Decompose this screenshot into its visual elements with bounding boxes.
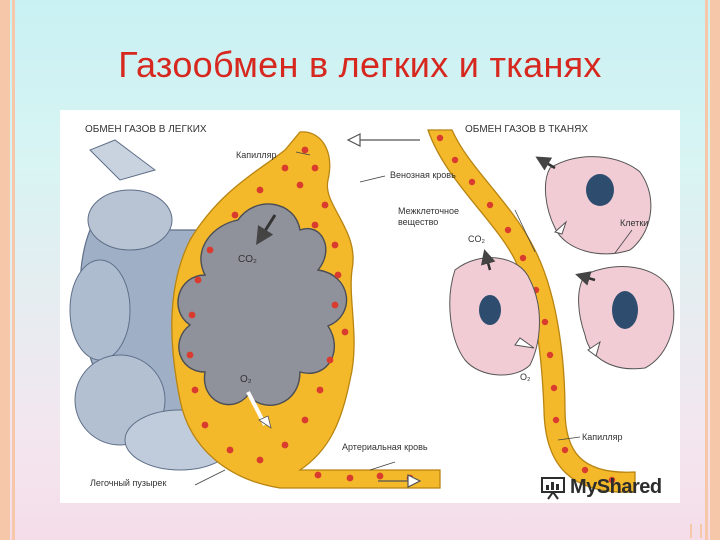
corner-decoration (690, 524, 702, 538)
alveolus-label: Легочный пузырек (90, 478, 166, 488)
presentation-icon (540, 476, 566, 505)
tissue-cell-top (545, 157, 650, 254)
intercellular-label-2: вещество (398, 217, 438, 227)
venous-blood-label: Венозная кровь (390, 170, 456, 180)
myshared-watermark: MyShared (540, 474, 680, 504)
co2-tissue-label: CO₂ (468, 234, 486, 244)
co2-lung-label: CO₂ (238, 254, 257, 265)
o2-tissue-label: O₂ (520, 372, 531, 382)
arterial-blood-label: Артериальная кровь (342, 442, 428, 452)
cells-label: Клетки (620, 218, 648, 228)
capillary-bottom-label: Капилляр (582, 432, 623, 442)
intercellular-label-1: Межклеточное (398, 206, 459, 216)
tissues-header: ОБМЕН ГАЗОВ В ТКАНЯХ (465, 124, 588, 135)
capillary-top-label: Капилляр (236, 150, 277, 160)
tissue-cell-left (450, 258, 540, 375)
watermark-text: MyShared (570, 476, 662, 499)
flow-arrow-top (348, 134, 420, 146)
o2-lung-label: O₂ (240, 374, 252, 385)
lungs-header: ОБМЕН ГАЗОВ В ЛЕГКИХ (85, 124, 207, 135)
gas-exchange-figure: ОБМЕН ГАЗОВ В ЛЕГКИХ ОБМЕН ГАЗОВ В ТКАНЯ… (60, 110, 680, 503)
gas-exchange-diagram: ОБМЕН ГАЗОВ В ЛЕГКИХ ОБМЕН ГАЗОВ В ТКАНЯ… (60, 110, 680, 503)
slide-title: Газообмен в легких и тканях (0, 44, 720, 86)
co2-tissue-arrow-1 (538, 158, 555, 168)
